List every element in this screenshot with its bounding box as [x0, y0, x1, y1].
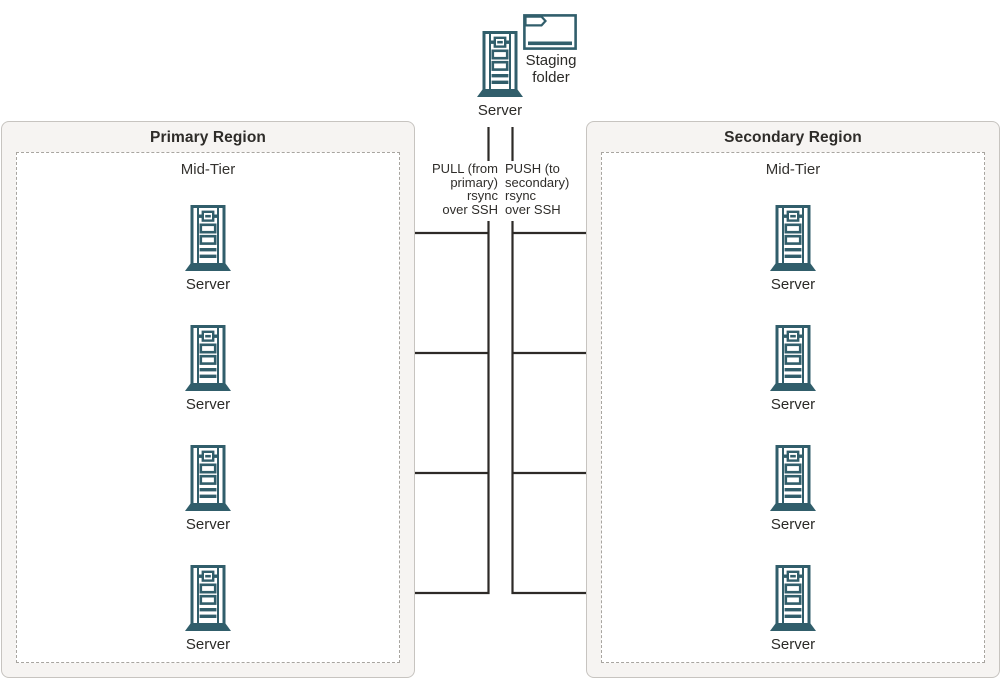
- staging-folder-label-line: Staging: [525, 52, 577, 69]
- server-node: Server: [761, 445, 825, 533]
- staging-folder-node: [523, 14, 577, 55]
- server-icon: [770, 565, 816, 631]
- pull-arrow-label-line: over SSH: [442, 201, 498, 217]
- server-label: Server: [185, 276, 231, 293]
- pull-arrow-label-line: primary): [450, 174, 498, 190]
- server-node: Server: [176, 325, 240, 413]
- server-label: Server: [185, 516, 231, 533]
- region-title: Secondary Region: [724, 129, 862, 146]
- pull-arrow-label-line: rsync: [466, 188, 498, 203]
- server-icon: [185, 205, 231, 271]
- server-label: Server: [770, 636, 816, 653]
- push-arrow-label-line: rsync: [505, 188, 537, 203]
- push-arrow-label-line: over SSH: [505, 201, 561, 217]
- server-label: Server: [185, 396, 231, 413]
- server-icon: [185, 325, 231, 391]
- staging-folder-label: Staging folder: [506, 52, 596, 86]
- server-label: Server: [477, 102, 523, 119]
- server-icon: [770, 445, 816, 511]
- server-node: Server: [176, 205, 240, 293]
- push-arrow-label-line: secondary): [505, 174, 570, 190]
- server-icon: [770, 325, 816, 391]
- midtier-label: Mid-Tier: [180, 161, 236, 178]
- midtier-label: Mid-Tier: [765, 161, 821, 178]
- server-node: Server: [761, 565, 825, 653]
- staging-server-node: Server: [468, 31, 532, 119]
- pull-arrow-label: PULL (from primary) rsync over SSH: [398, 162, 498, 216]
- server-icon: [770, 205, 816, 271]
- server-icon: [185, 445, 231, 511]
- server-label: Server: [185, 636, 231, 653]
- folder-icon: [523, 14, 577, 50]
- server-node: Server: [761, 325, 825, 413]
- server-node: Server: [761, 205, 825, 293]
- pull-arrow-label-line: PULL (from: [432, 161, 498, 176]
- region-title: Primary Region: [150, 129, 266, 146]
- push-arrow-label-line: PUSH (to: [505, 161, 560, 176]
- push-arrow-label: PUSH (to secondary) rsync over SSH: [505, 162, 615, 216]
- server-icon: [185, 565, 231, 631]
- server-label: Server: [770, 276, 816, 293]
- staging-folder-label-line: folder: [532, 69, 570, 86]
- server-node: Server: [176, 565, 240, 653]
- server-label: Server: [770, 516, 816, 533]
- server-label: Server: [770, 396, 816, 413]
- server-node: Server: [176, 445, 240, 533]
